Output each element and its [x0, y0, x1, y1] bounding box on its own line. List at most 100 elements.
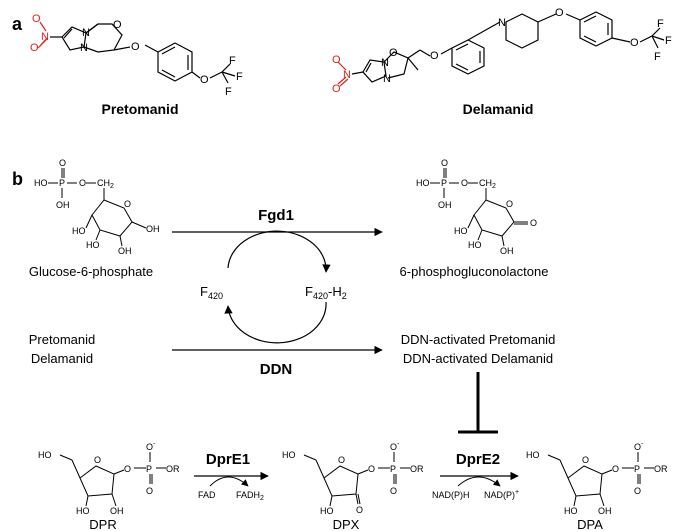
svg-text:P: P — [390, 464, 396, 474]
svg-text:O: O — [555, 7, 564, 19]
cycle-arc-bottom — [224, 301, 327, 344]
svg-text:O: O — [461, 178, 468, 188]
drug-pretomanid: Pretomanid — [29, 332, 95, 347]
dpa-structure — [547, 452, 654, 507]
g6p-atoms: HO P O O CH2 OH O OH OH HO HO — [34, 158, 160, 256]
svg-text:HO: HO — [468, 240, 482, 250]
svg-text:N: N — [41, 31, 49, 43]
svg-text:O: O — [124, 199, 131, 209]
svg-text:O: O — [506, 199, 513, 209]
svg-text:O: O — [356, 505, 363, 515]
svg-text:O: O — [430, 50, 439, 62]
svg-text:O: O — [368, 464, 375, 474]
svg-text:O: O — [32, 13, 41, 25]
svg-text:N: N — [343, 69, 351, 81]
svg-text:O: O — [389, 47, 398, 59]
dpr-name: DPR — [89, 517, 116, 531]
svg-text:O: O — [332, 54, 341, 66]
fgd1-label: Fgd1 — [258, 207, 294, 224]
svg-text:O: O — [612, 464, 619, 474]
drug-delamanid: Delamanid — [31, 351, 93, 366]
svg-text:HO: HO — [320, 506, 334, 516]
svg-text:OH: OH — [56, 200, 70, 210]
svg-text:HO: HO — [76, 506, 90, 516]
svg-text:HO: HO — [564, 506, 578, 516]
dpre2-label: DprE2 — [456, 451, 500, 468]
svg-text:HO: HO — [282, 450, 296, 460]
pgl-structure — [430, 168, 528, 247]
svg-text:OR: OR — [166, 464, 180, 474]
svg-text:P: P — [634, 464, 640, 474]
svg-text:O: O — [131, 41, 140, 53]
svg-text:F: F — [225, 86, 232, 98]
svg-text:O: O — [146, 486, 153, 496]
svg-text:N: N — [82, 27, 90, 39]
svg-text:HO: HO — [72, 226, 86, 236]
g6p-name: Glucose-6-phosphate — [29, 264, 153, 279]
svg-text:OH: OH — [598, 506, 612, 516]
g6p-structure — [48, 168, 147, 247]
activated-pretomanid: DDN-activated Pretomanid — [401, 332, 556, 347]
svg-text:F: F — [229, 55, 236, 67]
svg-text:OH: OH — [110, 506, 124, 516]
svg-text:HO: HO — [86, 240, 100, 250]
svg-text:O-: O- — [390, 441, 400, 452]
svg-text:O-: O- — [146, 441, 156, 452]
svg-text:O: O — [582, 455, 589, 465]
svg-text:HO: HO — [34, 178, 48, 188]
svg-text:O: O — [59, 158, 66, 168]
svg-text:O: O — [441, 158, 448, 168]
svg-text:P: P — [59, 178, 65, 188]
svg-text:HO: HO — [526, 450, 540, 460]
ddn-label: DDN — [260, 361, 293, 378]
dpre1-fadh2: FADH2 — [236, 490, 264, 502]
svg-text:O: O — [530, 218, 537, 228]
dpx-name: DPX — [333, 517, 360, 531]
svg-text:F: F — [657, 18, 664, 30]
svg-text:OH: OH — [500, 246, 514, 256]
dpre2-nadph: NAD(P)H — [432, 490, 470, 500]
svg-text:O: O — [113, 19, 122, 31]
svg-text:O: O — [79, 178, 86, 188]
dpre2-cofactor-arc — [457, 476, 501, 487]
svg-text:N: N — [383, 73, 391, 85]
dpr-atoms: HO O O P O- O OR HO OH — [38, 441, 180, 516]
svg-text:O: O — [338, 455, 345, 465]
dpa-name: DPA — [577, 517, 603, 531]
svg-text:CH2: CH2 — [97, 178, 114, 190]
dpre2-nadp: NAD(P)+ — [484, 489, 519, 500]
dpx-atoms: HO O O P O- O OR HO O — [282, 441, 424, 516]
pretomanid-structure — [37, 21, 236, 84]
svg-text:OR: OR — [654, 464, 668, 474]
svg-text:O: O — [30, 42, 39, 54]
svg-text:O: O — [634, 486, 641, 496]
pgl-name: 6-phosphogluconolactone — [400, 264, 549, 279]
pgl-atoms: HO P O O CH2 OH O O HO HO OH — [416, 158, 537, 256]
pretomanid-atoms: O N O N N O O O F F F — [30, 13, 243, 98]
svg-text:HO: HO — [416, 178, 430, 188]
delamanid-atoms: O N O N N O O N O O F F F — [332, 7, 672, 95]
activated-delamanid: DDN-activated Delamanid — [403, 351, 553, 366]
panel-b-label: b — [12, 169, 23, 189]
svg-text:O: O — [332, 83, 341, 95]
dpa-atoms: HO O O P O- O OR HO OH — [526, 441, 668, 516]
svg-text:F: F — [236, 71, 243, 83]
svg-text:HO: HO — [38, 450, 52, 460]
svg-text:P: P — [146, 464, 152, 474]
svg-text:O: O — [390, 486, 397, 496]
svg-text:O: O — [630, 37, 639, 49]
delamanid-name: Delamanid — [463, 101, 534, 117]
cycle-arc-top — [227, 230, 331, 273]
f420h2-label: F420-H2 — [305, 284, 347, 301]
pretomanid-name: Pretomanid — [101, 101, 178, 117]
svg-text:O: O — [200, 74, 209, 86]
svg-text:CH2: CH2 — [479, 178, 496, 190]
svg-text:O-: O- — [634, 441, 644, 452]
svg-text:F: F — [654, 51, 661, 63]
svg-text:OH: OH — [118, 246, 132, 256]
svg-text:N: N — [498, 17, 506, 29]
dpre1-cofactor-arc — [209, 476, 249, 487]
dpr-structure — [59, 452, 166, 507]
svg-text:OH: OH — [146, 224, 160, 234]
